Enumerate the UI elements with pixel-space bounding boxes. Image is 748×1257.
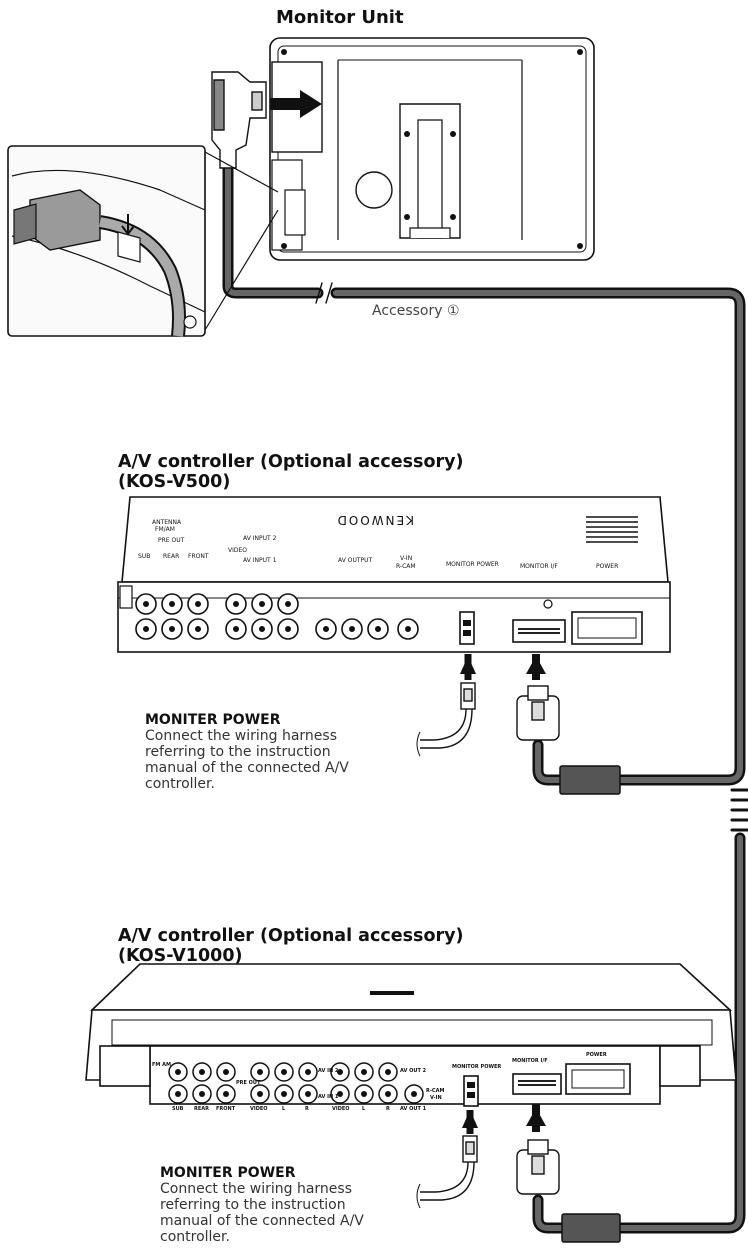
v500-label-fm-am: FM/AM bbox=[155, 526, 175, 533]
v500-label-rear: REAR bbox=[163, 553, 179, 560]
v1000-controller bbox=[85, 963, 737, 1107]
v500-note-title: MONITER POWER bbox=[145, 712, 281, 728]
v500-label-monitor-power: MONITOR POWER bbox=[446, 561, 499, 568]
v500-brand: KENWOOD bbox=[336, 513, 414, 527]
v1000-label-r-2: R bbox=[386, 1106, 390, 1112]
v1000-label-sub: SUB bbox=[172, 1106, 184, 1112]
v1000-label-monitor-if: MONITOR I/F bbox=[512, 1058, 548, 1064]
v1000-title: A/V controller (Optional accessory) (KOS… bbox=[118, 926, 464, 966]
cable-dash-marks bbox=[730, 788, 748, 832]
v500-label-monitor-if: MONITOR I/F bbox=[520, 563, 558, 570]
v1000-label-video-2: VIDEO bbox=[332, 1106, 350, 1112]
v1000-label-front: FRONT bbox=[216, 1106, 236, 1112]
v1000-label-fm-am: FM AM bbox=[152, 1062, 171, 1068]
v1000-label-video-1: VIDEO bbox=[250, 1106, 268, 1112]
v500-note-line: controller. bbox=[145, 776, 215, 792]
v1000-title-line1: A/V controller (Optional accessory) bbox=[118, 926, 464, 946]
v500-ventilation bbox=[586, 516, 638, 543]
v1000-panel-labels: FM AM SUB REAR FRONT PRE OUT VIDEO L R A… bbox=[152, 1052, 607, 1112]
v1000-label-av-in2: AV IN 2 bbox=[318, 1068, 339, 1074]
v500-title-line1: A/V controller (Optional accessory) bbox=[118, 452, 464, 472]
v500-label-antenna: ANTENNA bbox=[152, 519, 182, 526]
v1000-label-power: POWER bbox=[586, 1052, 607, 1058]
insert-arrow bbox=[270, 90, 322, 118]
v1000-label-r-cam: R-CAM bbox=[426, 1088, 444, 1094]
v500-panel-labels: KENWOOD ANTENNA FM/AM PRE OUT SUB REAR F… bbox=[138, 513, 618, 570]
v1000-monitor-plug bbox=[516, 1104, 560, 1195]
v1000-title-line2: (KOS-V1000) bbox=[118, 946, 243, 966]
v500-monitor-plug bbox=[516, 654, 560, 741]
v1000-note-line: referring to the instruction bbox=[160, 1197, 346, 1213]
v1000-note-title: MONITER POWER bbox=[160, 1165, 296, 1181]
v1000-note-line: controller. bbox=[160, 1229, 230, 1245]
ferrite-core bbox=[559, 765, 621, 795]
v500-label-pre-out: PRE OUT bbox=[158, 537, 185, 544]
v1000-note-line: Connect the wiring harness bbox=[160, 1181, 352, 1197]
v500-label-video: VIDEO bbox=[228, 547, 247, 554]
ferrite-core bbox=[561, 1213, 621, 1243]
v1000-power-note: MONITER POWER Connect the wiring harness… bbox=[160, 1165, 420, 1245]
v1000-label-av-out2: AV OUT 2 bbox=[400, 1068, 427, 1074]
monitor-unit bbox=[269, 37, 595, 261]
v500-note-line: manual of the connected A/V bbox=[145, 760, 349, 776]
v500-controller bbox=[117, 496, 671, 653]
v1000-label-av-out1: AV OUT 1 bbox=[400, 1106, 427, 1112]
monitor-unit-title: Monitor Unit bbox=[276, 7, 404, 28]
v1000-label-r-1: R bbox=[305, 1106, 309, 1112]
v1000-label-monitor-power: MONITOR POWER bbox=[452, 1064, 501, 1070]
zoom-inset bbox=[7, 145, 279, 337]
v500-label-power: POWER bbox=[596, 563, 618, 570]
v500-label-r-cam: R-CAM bbox=[396, 563, 416, 570]
v500-title: A/V controller (Optional accessory) (KOS… bbox=[118, 452, 464, 492]
v1000-monitor-power-port bbox=[463, 1075, 479, 1107]
v1000-power-harness bbox=[416, 1110, 478, 1209]
v500-power-note: MONITER POWER Connect the wiring harness… bbox=[145, 712, 405, 792]
monitor-plug bbox=[211, 71, 267, 169]
v1000-label-rear: REAR bbox=[194, 1106, 209, 1112]
v500-monitor-power-port bbox=[459, 611, 475, 645]
v1000-label-l-2: L bbox=[362, 1106, 366, 1112]
v500-label-av-output: AV OUTPUT bbox=[338, 557, 373, 564]
v500-label-av-input2: AV INPUT 2 bbox=[243, 535, 277, 542]
alternate-cable bbox=[532, 788, 748, 1234]
accessory-label: Accessory ① bbox=[372, 303, 460, 319]
v1000-label-av-in1: AV IN 1 bbox=[318, 1094, 339, 1100]
monitor-cable bbox=[222, 162, 746, 786]
v500-power-harness bbox=[416, 654, 476, 757]
v1000-label-v-in: V-IN bbox=[430, 1095, 442, 1101]
v500-note-line: referring to the instruction bbox=[145, 744, 331, 760]
v1000-logo-bar bbox=[370, 991, 414, 995]
v1000-note-line: manual of the connected A/V bbox=[160, 1213, 364, 1229]
v500-note-line: Connect the wiring harness bbox=[145, 728, 337, 744]
v500-title-line2: (KOS-V500) bbox=[118, 472, 231, 492]
v1000-label-pre-out: PRE OUT bbox=[236, 1080, 261, 1086]
v500-label-front: FRONT bbox=[188, 553, 209, 560]
v500-label-v-in: V-IN bbox=[400, 555, 412, 562]
v500-label-av-input1: AV INPUT 1 bbox=[243, 557, 277, 564]
v500-label-sub: SUB bbox=[138, 553, 150, 560]
v1000-label-l-1: L bbox=[282, 1106, 286, 1112]
